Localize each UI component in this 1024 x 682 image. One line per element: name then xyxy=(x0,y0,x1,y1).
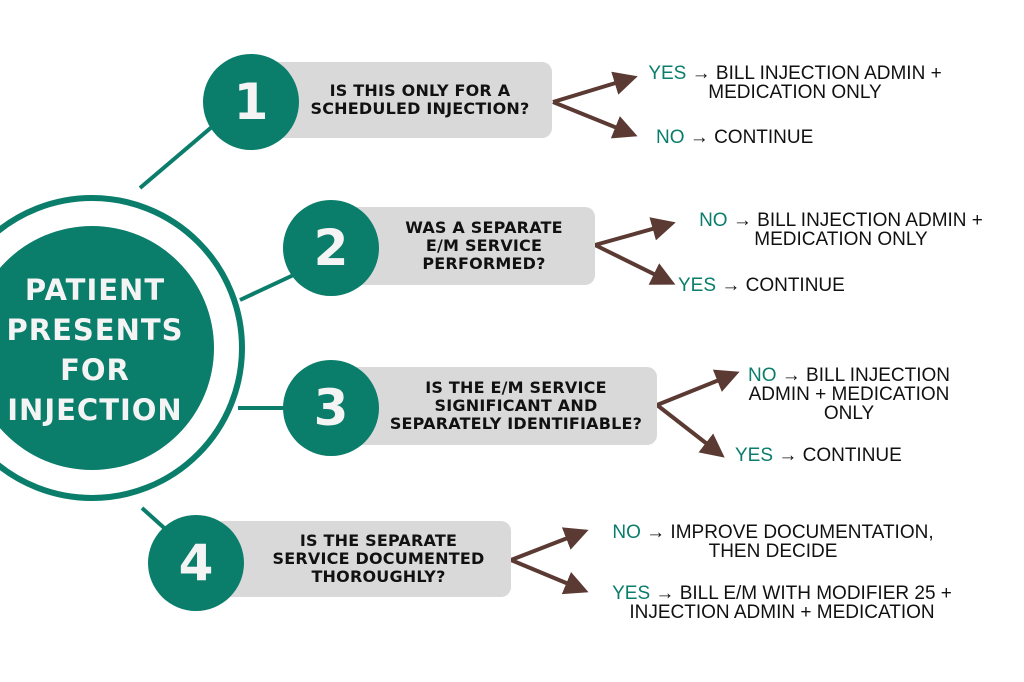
connector-line-1 xyxy=(138,118,222,190)
question-2-line: E/M SERVICE xyxy=(425,236,543,255)
decision-arrows-1 xyxy=(552,71,638,139)
outcome-text: CONTINUE xyxy=(802,445,902,466)
question-box-2: WAS A SEPARATE E/M SERVICE PERFORMED? xyxy=(345,207,595,285)
decision-arrows-4 xyxy=(510,527,589,595)
step-number-badge-4: 4 xyxy=(148,515,244,611)
arrow-glyph: → xyxy=(691,63,711,84)
arrow-glyph: → xyxy=(732,210,752,231)
arrow-3-lower xyxy=(655,403,725,458)
hub-label-line: INJECTION xyxy=(7,393,183,427)
step-number-badge-2: 2 xyxy=(283,200,379,296)
outcome-text: MEDICATION ONLY xyxy=(708,82,882,103)
question-box-1: IS THIS ONLY FOR A SCHEDULED INJECTION? xyxy=(258,62,552,138)
arrow-4-upper xyxy=(510,527,589,562)
outcome-text: CONTINUE xyxy=(745,275,845,296)
arrow-1-lower xyxy=(552,100,638,139)
outcome-text: MEDICATION ONLY xyxy=(754,229,928,250)
hub-label-line: FOR xyxy=(60,353,130,387)
question-3-line: SEPARATELY IDENTIFIABLE? xyxy=(389,414,643,433)
outcome-text: CONTINUE xyxy=(714,127,814,148)
outcome-3-no: NO → BILL INJECTION ADMIN + MEDICATION O… xyxy=(736,366,962,423)
arrow-glyph: → xyxy=(721,275,741,296)
question-4-line: SERVICE DOCUMENTED xyxy=(272,549,485,568)
outcome-1-no: NO → CONTINUE xyxy=(656,128,813,147)
outcome-1-yes: YES → BILL INJECTION ADMIN + MEDICATION … xyxy=(640,64,950,102)
question-2-line: WAS A SEPARATE xyxy=(405,218,563,237)
hub-label-line: PATIENT xyxy=(24,273,166,307)
outcome-keyword: NO xyxy=(612,522,641,543)
outcome-4-no: NO → IMPROVE DOCUMENTATION, THEN DECIDE xyxy=(595,523,951,561)
outcome-text: BILL INJECTION ADMIN + xyxy=(757,210,983,231)
hub-label-line: PRESENTS xyxy=(6,313,184,347)
hub-label: PATIENT PRESENTS FOR INJECTION xyxy=(0,270,200,430)
arrow-3-upper xyxy=(656,369,740,407)
outcome-2-no: NO → BILL INJECTION ADMIN + MEDICATION O… xyxy=(686,211,996,249)
step-number-badge-3: 3 xyxy=(283,360,379,456)
arrow-2-lower xyxy=(594,243,676,285)
hub-outer-ring xyxy=(0,195,245,501)
outcome-text: BILL E/M WITH MODIFIER 25 + xyxy=(679,583,952,604)
arrow-4-lower xyxy=(510,558,589,595)
arrow-glyph: → xyxy=(778,445,798,466)
outcome-keyword: NO xyxy=(656,127,685,148)
arrow-glyph: → xyxy=(646,522,666,543)
decision-arrows-3 xyxy=(655,369,740,458)
question-3-line: IS THE E/M SERVICE xyxy=(425,378,607,397)
outcome-text: ONLY xyxy=(823,403,875,424)
outcome-text: ADMIN + MEDICATION xyxy=(748,384,950,405)
outcome-keyword: YES xyxy=(735,445,774,466)
outcome-text: IMPROVE DOCUMENTATION, xyxy=(670,522,934,543)
hub-inner-circle xyxy=(0,226,214,470)
outcome-2-yes: YES → CONTINUE xyxy=(678,276,845,295)
decision-arrows-2 xyxy=(594,217,676,285)
arrow-1-upper xyxy=(552,71,638,104)
outcome-keyword: YES xyxy=(612,583,651,604)
outcome-keyword: NO xyxy=(747,365,777,386)
outcome-text: BILL INJECTION xyxy=(806,365,950,386)
outcome-text: THEN DECIDE xyxy=(708,541,838,562)
question-1-line: IS THIS ONLY FOR A xyxy=(329,81,511,100)
question-3-line: SIGNIFICANT AND xyxy=(434,396,598,415)
outcome-3-yes: YES → CONTINUE xyxy=(735,446,902,465)
question-2-line: PERFORMED? xyxy=(422,254,546,273)
outcome-keyword: YES xyxy=(678,275,717,296)
arrow-2-upper xyxy=(594,217,676,247)
outcome-text: INJECTION ADMIN + MEDICATION xyxy=(629,602,935,623)
question-4-line: THOROUGHLY? xyxy=(311,567,446,586)
arrow-glyph: → xyxy=(689,127,709,148)
question-box-4: IS THE SEPARATE SERVICE DOCUMENTED THORO… xyxy=(212,521,511,597)
arrow-glyph: → xyxy=(781,365,801,386)
outcome-keyword: NO xyxy=(699,210,728,231)
outcome-text: BILL INJECTION ADMIN + xyxy=(715,63,942,84)
arrow-glyph: → xyxy=(655,583,675,604)
question-4-line: IS THE SEPARATE xyxy=(299,531,458,550)
outcome-keyword: YES xyxy=(648,63,687,84)
question-1-line: SCHEDULED INJECTION? xyxy=(310,99,530,118)
outcome-4-yes: YES → BILL E/M WITH MODIFIER 25 + INJECT… xyxy=(596,584,968,622)
step-number-badge-1: 1 xyxy=(203,54,299,150)
connector-line-2 xyxy=(239,270,301,302)
question-box-3: IS THE E/M SERVICE SIGNIFICANT AND SEPAR… xyxy=(345,367,657,445)
